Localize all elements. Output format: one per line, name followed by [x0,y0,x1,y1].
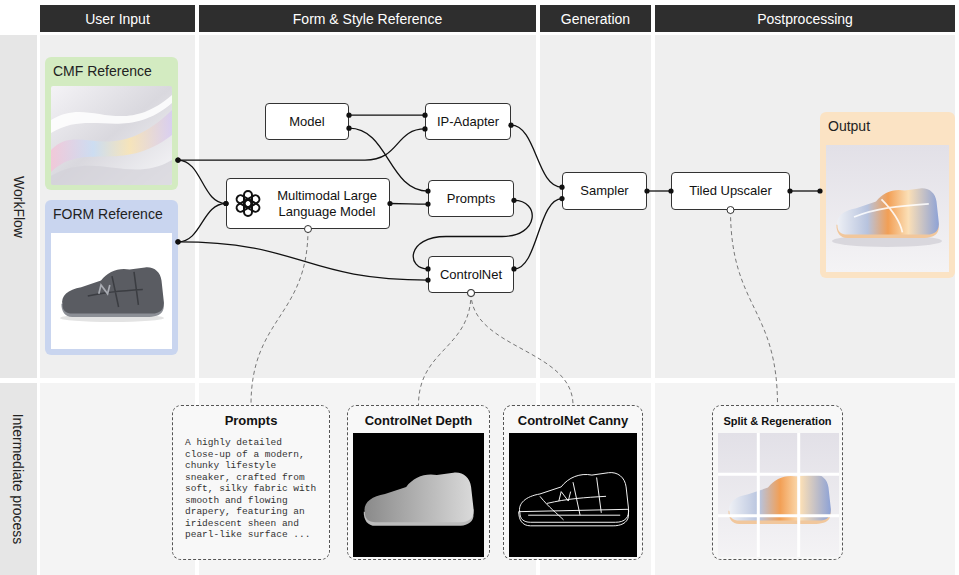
process-box: Multimodal Large Language Model [226,178,390,229]
process-label: Tiled Upscaler [689,183,772,199]
output-image [826,145,949,272]
column-header: Postprocessing [655,5,955,32]
connector-dot [508,123,513,128]
header-text: User Input [85,11,150,27]
tiled-image [718,433,839,557]
connector-dot [387,201,392,206]
process-box: Tiled Upscaler [671,172,790,210]
connector [511,125,562,187]
process-label: Prompts [447,191,495,207]
connector-dot [511,198,516,203]
header-text: Generation [561,11,630,27]
column-header: User Input [40,5,195,32]
leader-dot [305,226,312,233]
connector-dot [559,185,564,190]
header-text: Form & Style Reference [293,11,442,27]
row-label: WorkFlow [11,176,27,238]
leader-line [471,293,573,405]
panel-title: Output [828,118,947,134]
connector-dot [511,266,516,271]
connector [178,242,428,280]
connector-dot [817,188,822,193]
connector [349,115,425,116]
connector-dot [346,113,351,118]
leader-line [731,210,778,405]
leader-line [419,293,472,405]
leader-line [251,229,308,405]
callout-title: Split & Regeneration [723,413,831,429]
process-label: Model [289,114,324,130]
process-box: IP-Adapter [425,103,511,140]
process-label: Sampler [580,183,628,199]
row-band: WorkFlow [0,35,37,378]
column-header: Generation [540,5,651,32]
connector [390,203,428,205]
process-box: Sampler [562,172,647,210]
connector [790,190,820,191]
connector-dot [425,201,430,206]
depth-map [353,433,484,557]
process-label: IP-Adapter [437,114,499,130]
callout-box: Prompts A highly detailed close-up of a m… [172,405,330,560]
panel-title: CMF Reference [53,63,170,79]
connector-dot [422,126,427,131]
process-box: Model [265,103,349,140]
connector-dot [559,196,564,201]
connector [178,204,226,242]
connector [178,160,226,203]
connector-dot [175,157,180,162]
connector-dot [223,201,228,206]
process-box: ControlNet [428,256,514,293]
process-label: Multimodal Large Language Model [273,188,381,219]
connector-dot [425,277,430,282]
row-band: Intermediate process [0,383,37,575]
leader-dot [727,207,734,214]
connector-dot [175,239,180,244]
canny-edges [509,433,637,557]
connector-dot [175,157,180,162]
connector-dot [644,188,649,193]
connector-dot [422,113,427,118]
panel-title: FORM Reference [53,206,170,222]
callout-title: ControlNet Canny [518,413,629,429]
form-image [51,233,172,349]
row-label: Intermediate process [11,414,27,545]
process-box: Prompts [428,180,514,217]
header-text: Postprocessing [757,11,853,27]
callout-title: ControlNet Depth [365,413,473,429]
connector [514,199,562,269]
callout-title: Prompts [225,413,278,429]
connector-dot [787,188,792,193]
connector-dot [425,266,430,271]
cmf-image [51,86,172,185]
column-header: Form & Style Reference [199,5,536,32]
connector-dot [425,189,430,194]
prompt-text: A highly detailed close-up of a modern, … [185,437,317,541]
connector [647,190,671,191]
leader-dot [468,290,475,297]
process-label: ControlNet [440,267,502,283]
connector-dot [175,239,180,244]
leader-dot [468,290,475,297]
connector-dot [668,188,673,193]
connector-dot [223,201,228,206]
connector-dot [346,126,351,131]
